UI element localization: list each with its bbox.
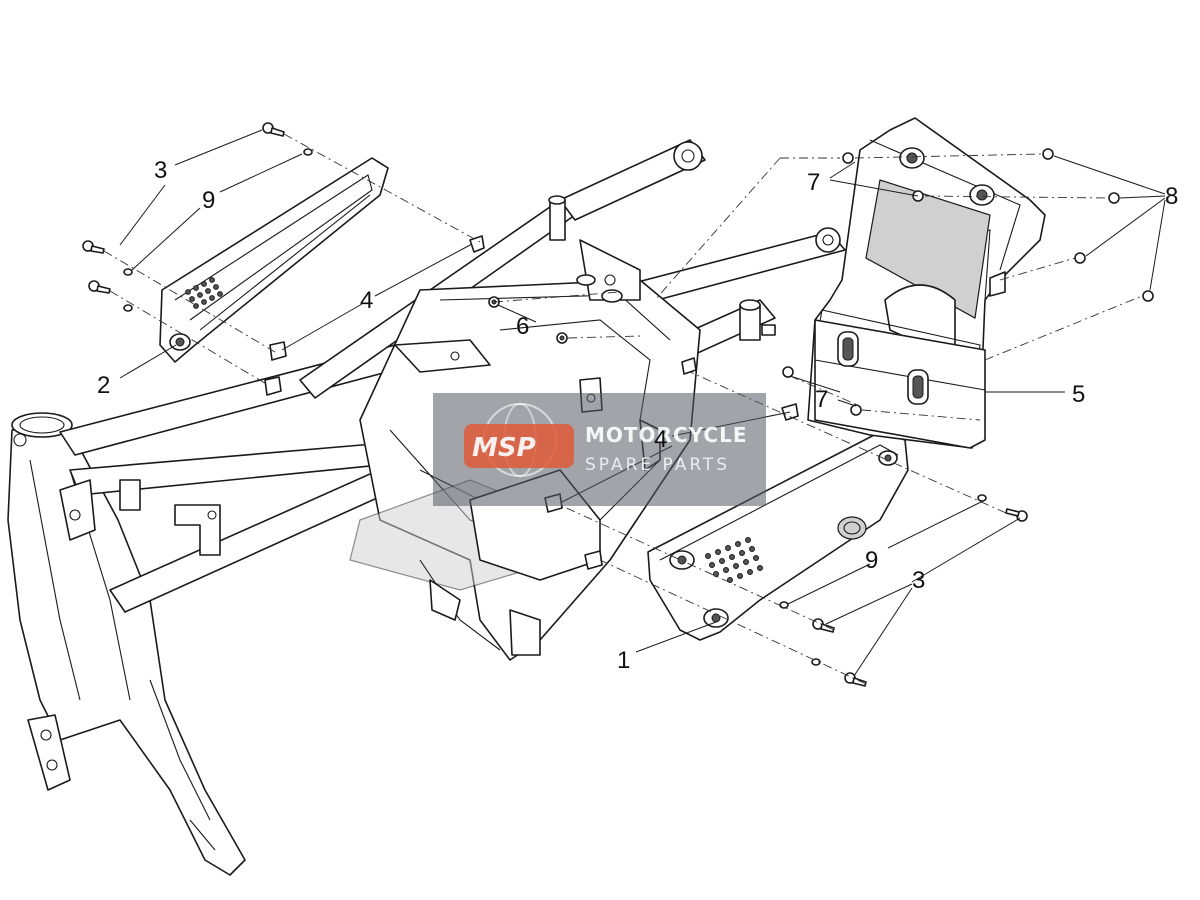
screw xyxy=(812,618,835,633)
slot-left xyxy=(837,331,859,367)
motorcycle-frame xyxy=(7,139,846,876)
screw xyxy=(844,672,867,687)
vent-holes-right xyxy=(705,537,763,583)
callout-7: 7 xyxy=(807,169,820,196)
callout-6: 6 xyxy=(516,313,529,340)
watermark-logo: MSP xyxy=(472,433,536,463)
screw-6 xyxy=(556,332,568,344)
watermark-line2: SPARE PARTS xyxy=(585,455,730,475)
vent-holes-left xyxy=(185,277,223,309)
callout-5: 5 xyxy=(1072,381,1085,408)
callout-4: 4 xyxy=(654,426,667,453)
screw xyxy=(262,122,285,137)
callout-3: 3 xyxy=(912,567,925,594)
callout-3: 3 xyxy=(154,157,167,184)
callout-8: 8 xyxy=(1165,183,1178,210)
callout-9: 9 xyxy=(865,547,878,574)
watermark-line1: MOTORCYCLE xyxy=(585,423,747,447)
callout-2: 2 xyxy=(97,372,110,399)
screw xyxy=(1005,508,1028,522)
callout-7: 7 xyxy=(815,386,828,413)
screw xyxy=(88,280,111,294)
callout-4: 4 xyxy=(360,287,373,314)
slot-right xyxy=(907,369,929,405)
callout-9: 9 xyxy=(202,187,215,214)
part-5-rear-inner-cover xyxy=(807,117,1046,449)
callout-1: 1 xyxy=(617,647,630,674)
callouts: 3 9 2 4 6 4 1 7 7 5 8 9 3 xyxy=(97,157,1178,674)
screw xyxy=(82,240,105,254)
part-2-left-side-cover xyxy=(159,157,389,363)
watermark: MSP MOTORCYCLE SPARE PARTS xyxy=(433,393,766,506)
part-1-right-side-cover xyxy=(647,431,909,641)
hardware xyxy=(82,122,1154,687)
msp-badge xyxy=(464,424,574,468)
